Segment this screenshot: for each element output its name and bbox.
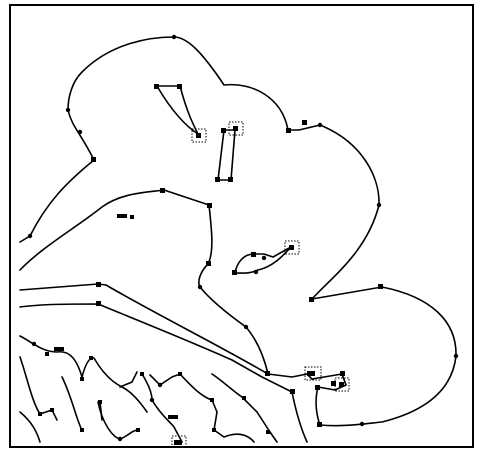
drawing-canvas[interactable]: [9, 4, 474, 448]
anchor-point[interactable]: [243, 324, 249, 330]
selection-handle[interactable]: [284, 240, 300, 255]
anchor-point[interactable]: [265, 371, 270, 376]
anchor-point[interactable]: [171, 34, 177, 40]
bottom-wave-4[interactable]: [61, 376, 83, 431]
anchor-point[interactable]: [359, 421, 365, 427]
bottom-wave-5[interactable]: [97, 401, 139, 440]
selection-handle[interactable]: [304, 366, 322, 381]
anchor-point[interactable]: [251, 252, 256, 257]
anchor-point[interactable]: [140, 372, 144, 376]
anchor-point[interactable]: [210, 398, 214, 402]
inner-quad-path[interactable]: [217, 129, 236, 181]
selection-handle[interactable]: [191, 128, 207, 143]
anchor-point[interactable]: [221, 128, 226, 133]
anchor-point[interactable]: [96, 301, 101, 306]
anchor-point[interactable]: [197, 284, 203, 290]
bottom-wave-3[interactable]: [19, 411, 41, 443]
anchor-point[interactable]: [54, 347, 64, 351]
anchor-point[interactable]: [96, 282, 101, 287]
anchor-point[interactable]: [233, 126, 238, 131]
anchor-point[interactable]: [136, 428, 140, 432]
anchor-point[interactable]: [253, 269, 259, 275]
selection-handle[interactable]: [228, 121, 244, 136]
anchor-point[interactable]: [77, 129, 83, 135]
selected-anchor-handles[interactable]: [171, 121, 350, 448]
anchor-point[interactable]: [376, 202, 382, 208]
vector-path-editor[interactable]: [11, 6, 474, 448]
anchor-point[interactable]: [307, 371, 315, 376]
anchor-point[interactable]: [317, 422, 322, 427]
bottom-wave-8[interactable]: [211, 373, 278, 443]
anchor-point[interactable]: [174, 440, 182, 445]
anchor-point[interactable]: [160, 188, 165, 193]
anchor-point[interactable]: [38, 412, 42, 416]
bottom-wave-1[interactable]: [19, 335, 148, 413]
anchor-point[interactable]: [27, 233, 33, 239]
bottom-wave-9[interactable]: [119, 371, 138, 388]
anchor-point[interactable]: [212, 428, 216, 432]
anchor-point[interactable]: [207, 203, 212, 208]
anchor-point[interactable]: [154, 84, 159, 89]
anchor-point[interactable]: [309, 297, 314, 302]
anchor-point[interactable]: [232, 270, 237, 275]
anchor-point[interactable]: [89, 356, 93, 360]
anchor-point[interactable]: [91, 157, 96, 162]
anchor-point[interactable]: [331, 381, 336, 386]
bottom-wave-7[interactable]: [149, 373, 255, 443]
anchor-point[interactable]: [196, 133, 201, 138]
anchor-point[interactable]: [130, 215, 134, 219]
anchor-point[interactable]: [289, 245, 294, 250]
anchor-point[interactable]: [378, 284, 383, 289]
selection-handle[interactable]: [334, 377, 350, 392]
anchor-point[interactable]: [242, 396, 246, 400]
anchor-point[interactable]: [339, 382, 344, 387]
anchor-point[interactable]: [215, 177, 220, 182]
branch-path-2[interactable]: [19, 303, 308, 443]
anchor-point[interactable]: [45, 352, 49, 356]
anchor-point[interactable]: [261, 255, 267, 261]
anchor-point[interactable]: [453, 353, 459, 359]
anchor-point[interactable]: [80, 428, 84, 432]
branch-path-1[interactable]: [19, 283, 269, 375]
anchor-point[interactable]: [228, 177, 233, 182]
anchor-point[interactable]: [80, 377, 84, 381]
anchor-point[interactable]: [157, 382, 163, 388]
anchor-point[interactable]: [317, 122, 323, 128]
anchor-point[interactable]: [117, 436, 123, 442]
anchor-point[interactable]: [117, 214, 127, 218]
anchor-point[interactable]: [206, 261, 211, 266]
anchor-point[interactable]: [340, 371, 345, 376]
anchor-point[interactable]: [177, 84, 182, 89]
anchor-point[interactable]: [178, 372, 182, 376]
selection-handle[interactable]: [171, 435, 187, 448]
anchor-points[interactable]: [27, 34, 459, 442]
anchor-point[interactable]: [149, 397, 155, 403]
anchor-point[interactable]: [290, 389, 295, 394]
anchor-point[interactable]: [31, 341, 37, 347]
inner-loop-top[interactable]: [156, 85, 199, 135]
anchor-point[interactable]: [98, 400, 102, 404]
anchor-point[interactable]: [65, 107, 71, 113]
anchor-point[interactable]: [50, 408, 54, 412]
anchor-point[interactable]: [286, 128, 291, 133]
anchor-point[interactable]: [266, 430, 270, 434]
bottom-wave-10[interactable]: [99, 401, 103, 421]
anchor-point[interactable]: [168, 415, 178, 419]
anchor-point[interactable]: [302, 120, 307, 125]
inner-small-loop[interactable]: [234, 246, 292, 274]
anchor-point[interactable]: [315, 385, 320, 390]
